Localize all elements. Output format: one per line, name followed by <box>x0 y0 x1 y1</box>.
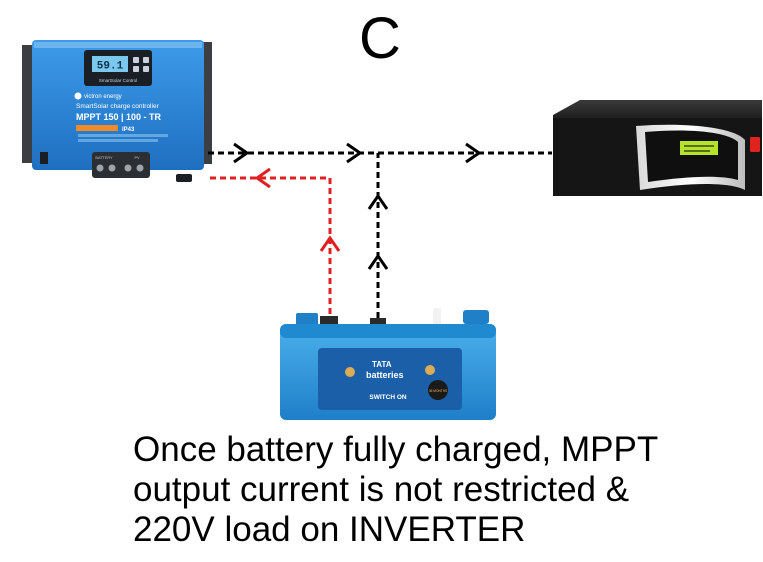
controller-terminal-block <box>92 152 150 178</box>
warranty-badge-text: 36 MONTHS <box>429 389 447 393</box>
arrow-right-icon <box>233 142 250 164</box>
battery-brand: TATA <box>372 360 392 369</box>
arrow-up-icon <box>367 193 389 210</box>
inverter-lcd-screen <box>680 141 718 155</box>
caption-line: 220V load on INVERTER <box>133 510 526 549</box>
battery-terminal-right <box>370 318 386 328</box>
diagram-caption: Once battery fully charged, MPPT output … <box>133 430 753 550</box>
battery: TATA batteries SWITCH ON 36 MONTHS <box>280 308 496 420</box>
terminal-screw <box>136 164 144 172</box>
controller-model: MPPT 150 | 100 - TR <box>76 112 162 122</box>
terminal-pv-label: PV <box>134 156 140 160</box>
controller-ip-badge: IP43 <box>122 127 135 133</box>
inverter-power-switch-icon <box>750 137 760 152</box>
wire-battery-to-controller <box>208 176 332 314</box>
inverter <box>553 100 762 196</box>
terminal-screw <box>124 164 132 172</box>
controller-line1: SmartSolar charge controller <box>76 103 160 110</box>
battery-terminal-cover <box>296 313 318 327</box>
controller-brand: victron energy <box>84 94 122 100</box>
controller-lcd <box>92 56 128 72</box>
arrow-right-icon <box>465 142 482 164</box>
battery-terminal-left <box>320 316 338 327</box>
diagram-heading: C <box>359 6 401 71</box>
arrow-right-icon <box>346 142 363 164</box>
arrow-left-icon <box>254 167 271 189</box>
controller-mount-left <box>22 45 34 163</box>
terminal-battery-label: BATTERY <box>95 156 113 160</box>
arrow-up-icon <box>367 253 389 270</box>
warranty-badge <box>428 380 448 400</box>
caption-line: output current is not restricted & <box>133 470 630 509</box>
caption-line: Once battery fully charged, MPPT <box>133 430 659 469</box>
terminal-screw <box>96 164 104 172</box>
controller-orange-stripe <box>76 125 118 131</box>
controller-body <box>32 40 204 170</box>
terminal-screw <box>108 164 116 172</box>
battery-brand-sub: batteries <box>366 370 404 380</box>
victron-logo-icon <box>74 92 82 100</box>
battery-label <box>318 348 462 410</box>
controller-panel-label: SmartSolar Control <box>99 78 137 83</box>
battery-tagline: SWITCH ON <box>369 394 406 401</box>
controller-cable-gland <box>176 174 192 182</box>
arrow-up-icon <box>319 235 341 252</box>
mppt-controller: 59.1 SmartSolar Control victron energy S… <box>22 40 212 182</box>
battery-vent-cap <box>433 308 441 328</box>
controller-lcd-value: 59.1 <box>97 61 124 73</box>
